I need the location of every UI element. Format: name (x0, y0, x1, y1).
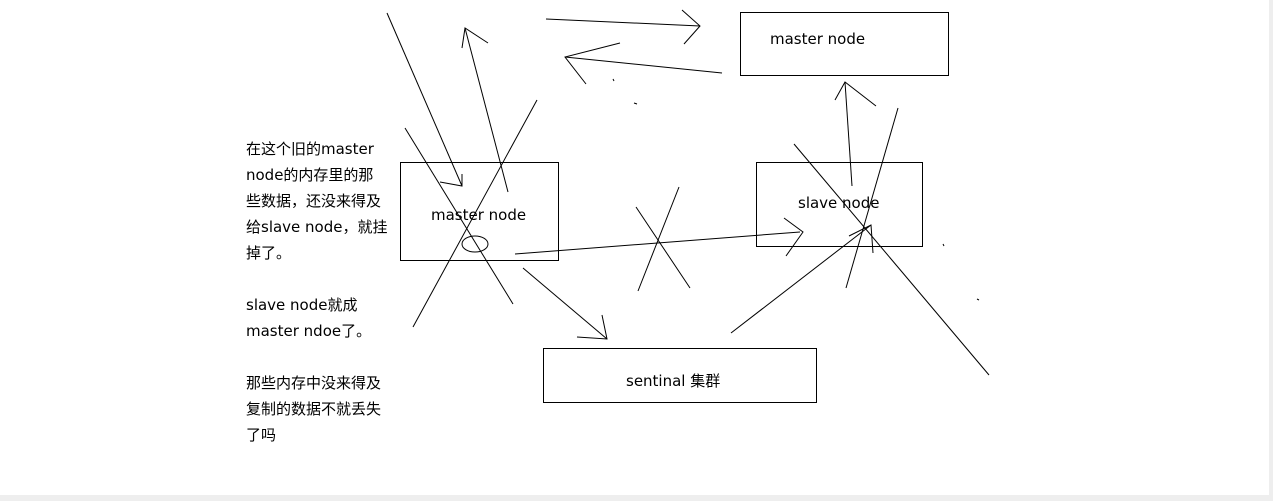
sentinel-cluster-label: sentinal 集群 (626, 372, 721, 390)
arrow-sentinel-to-slave (730, 224, 872, 334)
arrowhead-to-sentinel (576, 314, 608, 340)
note-line: node的内存里的那 (246, 166, 374, 184)
scrollbar-edge (1269, 0, 1273, 501)
stray-dot (633, 102, 638, 105)
note-line: 给slave node，就挂 (246, 218, 388, 236)
replication-cross-a (637, 186, 680, 292)
cross-old-master-a (412, 99, 538, 328)
stray-dot (942, 243, 945, 247)
arrowhead-from-top-master (564, 42, 621, 85)
note-line: 了吗 (246, 426, 277, 444)
note-line: 掉了。 (246, 244, 292, 262)
arrow-from-top-master (564, 56, 723, 74)
note-line: slave node就成 (246, 296, 358, 314)
explanation-paragraph-2: slave node就成 master ndoe了。 (246, 292, 371, 344)
slave-stroke-a (845, 107, 899, 289)
old-master-node-label: master node (431, 206, 527, 224)
arrow-to-sentinel (522, 267, 608, 340)
note-line: master ndoe了。 (246, 322, 372, 340)
arrowhead-old-master-up (461, 27, 489, 49)
replication-arrow (514, 231, 801, 255)
old-master-node-box: master node (400, 162, 559, 261)
arrow-old-master-up (464, 27, 509, 193)
arrow-to-top-master (545, 18, 701, 27)
arrowhead-to-top-master (681, 9, 701, 45)
data-ellipse (461, 235, 489, 253)
arrow-slave-to-top-master (844, 81, 853, 187)
diagonal-stroke (386, 12, 463, 187)
arrowhead-sentinel-to-slave (848, 224, 874, 254)
slave-node-box: slave node (756, 162, 923, 247)
sentinel-cluster-box: sentinal 集群 (543, 348, 817, 403)
note-line: 复制的数据不就丢失 (246, 400, 382, 418)
cross-old-master-b (404, 127, 514, 305)
explanation-paragraph-1: 在这个旧的master node的内存里的那 些数据，还没来得及 给slave … (246, 136, 387, 266)
replication-cross-b (635, 206, 691, 289)
stray-dot (612, 78, 615, 82)
note-line: 些数据，还没来得及 (246, 192, 382, 210)
slave-stroke-b (793, 143, 990, 376)
slave-node-label: slave node (798, 194, 880, 212)
note-line: 在这个旧的master (246, 140, 374, 158)
replication-arrowhead (783, 217, 804, 257)
diagonal-arrowhead (439, 174, 463, 187)
top-master-node-box: master node (740, 12, 949, 76)
top-master-node-label: master node (770, 30, 866, 48)
explanation-paragraph-3: 那些内存中没来得及 复制的数据不就丢失 了吗 (246, 370, 381, 448)
arrowhead-slave-to-top-master (834, 81, 877, 107)
stray-dot (976, 298, 980, 301)
note-line: 那些内存中没来得及 (246, 374, 382, 392)
bottom-edge (0, 495, 1273, 501)
